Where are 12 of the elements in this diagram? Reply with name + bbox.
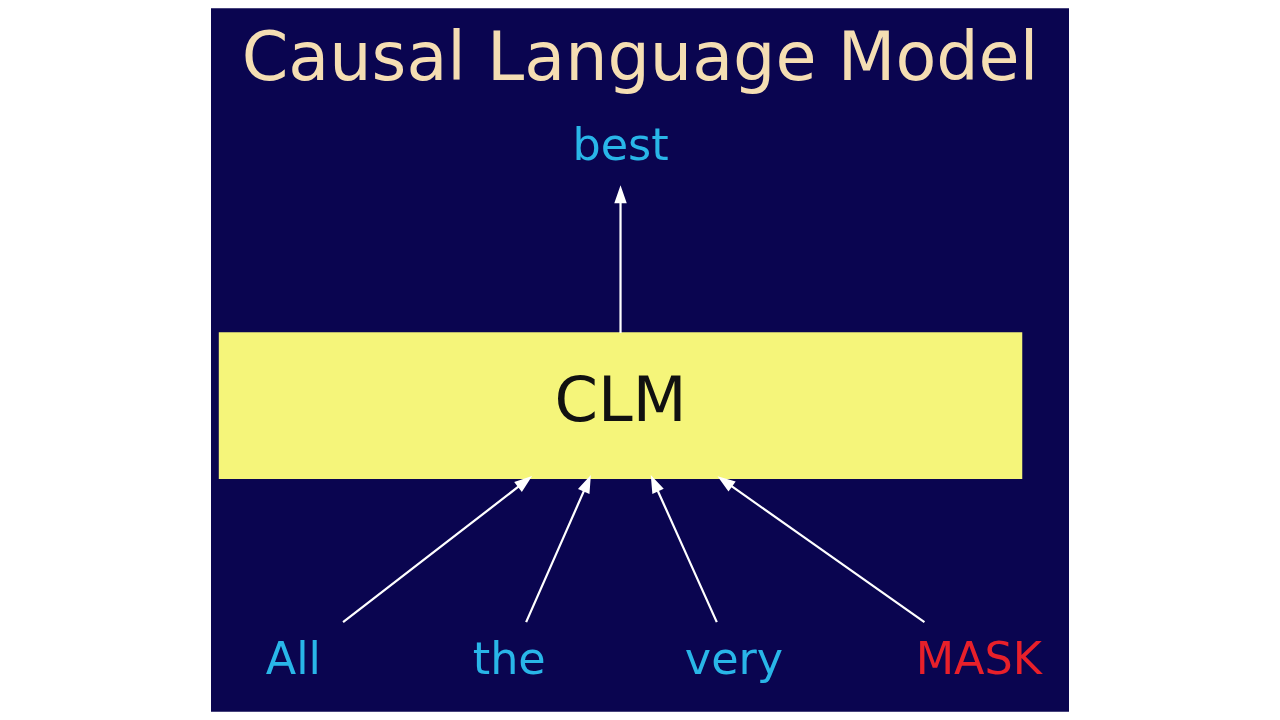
arrow xyxy=(342,476,533,623)
diagram-title: Causal Language Model xyxy=(241,17,1039,96)
node-text: best xyxy=(572,118,669,170)
node-text: very xyxy=(684,632,784,684)
node-box: CLM xyxy=(218,332,1023,480)
node-text: All xyxy=(265,632,321,684)
arrow xyxy=(650,475,718,623)
arrow xyxy=(717,476,926,623)
arrow xyxy=(525,475,591,623)
arrow xyxy=(614,185,627,333)
node-text: MASK xyxy=(915,632,1042,684)
node-text: the xyxy=(472,632,546,684)
